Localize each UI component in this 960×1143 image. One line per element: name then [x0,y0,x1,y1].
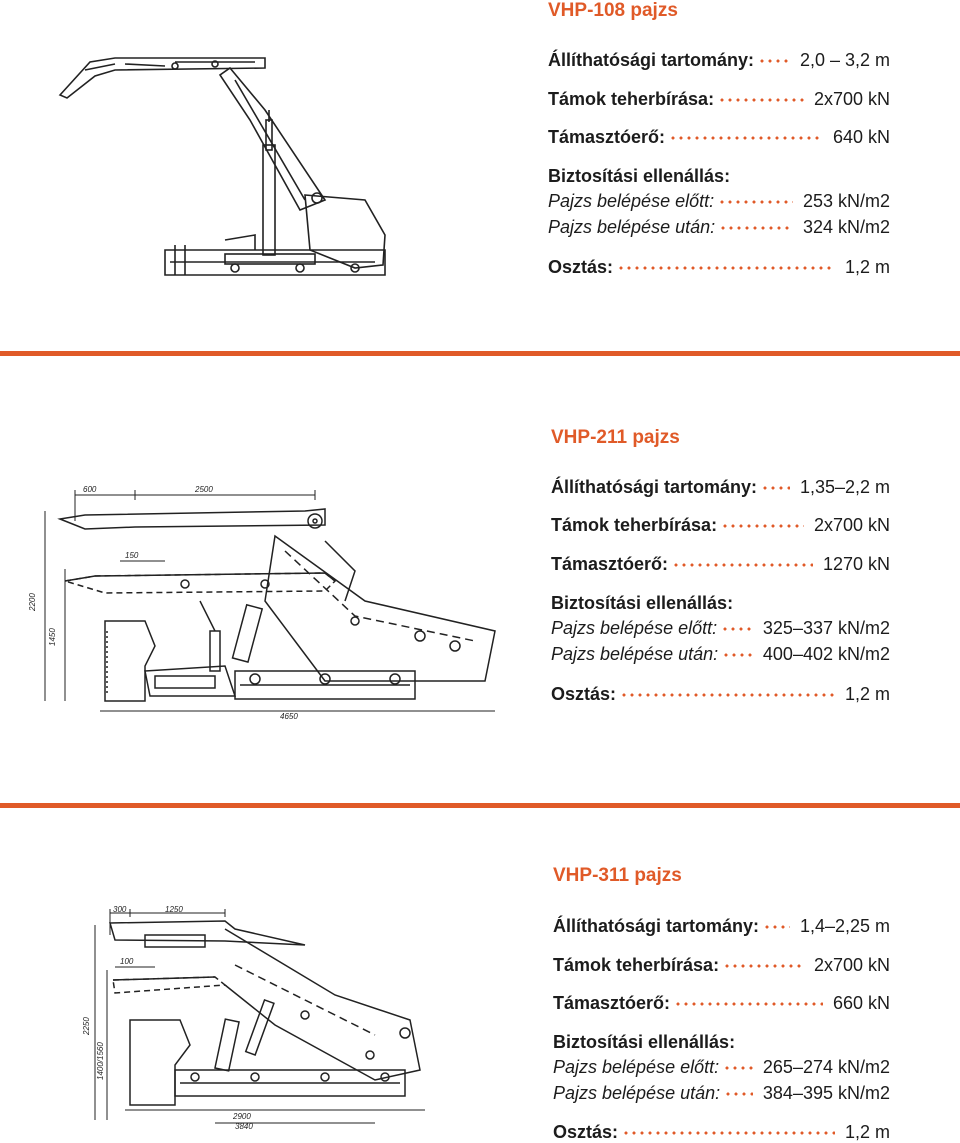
dimension-label: 3840 [235,1122,253,1130]
dot-leader [719,225,793,230]
dot-leader [721,626,753,631]
dot-leader [723,963,804,968]
dot-leader [758,58,790,63]
dimension-label: 2900 [232,1112,251,1121]
section-title: VHP-108 pajzs [548,0,678,21]
dot-leader [761,485,790,490]
dot-leader [722,652,753,657]
dot-leader [718,97,804,102]
spec-row-after: Pajzs belépése után: 384–395 kN/m2 [553,1083,890,1104]
spec-row-before: Pajzs belépése előtt: 325–337 kN/m2 [551,618,890,639]
spec-row-adjust: Állíthatósági tartomány: 1,4–2,25 m [553,916,890,937]
spec-value: 1,2 m [844,257,890,277]
dimension-label: 1400/1560 [96,1042,105,1080]
dimension-label: 150 [125,551,139,560]
dot-leader [718,199,793,204]
dot-leader [620,692,835,697]
spec-heading-resistance: Biztosítási ellenállás: [551,593,734,613]
spec-value: 400–402 kN/m2 [762,644,890,664]
shield-drawing-icon: 600 2500 150 2200 1450 4650 [25,481,505,721]
shield-section-vhp-311: 300 1250 100 2250 1400/1560 2900 3840 [0,808,960,1143]
spec-row-props: Támok teherbírása: 2x700 kN [551,515,890,536]
spec-value: 1,35–2,2 m [799,477,890,497]
spec-label: Pajzs belépése előtt: [553,1057,720,1077]
spec-label: Osztás: [553,1122,619,1142]
spec-value: 384–395 kN/m2 [762,1083,890,1103]
spec-row-support: Támasztóerő: 640 kN [548,127,890,148]
spec-row-props: Támok teherbírása: 2x700 kN [553,955,890,976]
section-title: VHP-311 pajzs [553,865,682,886]
shield-section-vhp-211: 600 2500 150 2200 1450 4650 [0,356,960,806]
spec-label: Pajzs belépése után: [551,644,719,664]
spec-label: Támasztóerő: [551,554,669,574]
spec-label: Pajzs belépése után: [553,1083,721,1103]
dot-leader [721,523,804,528]
dot-leader [763,924,790,929]
spec-value: 2,0 – 3,2 m [799,50,890,70]
shield-section-vhp-108: VHP-108 pajzs Állíthatósági tartomány: 2… [0,0,960,350]
spec-label: Támasztóerő: [548,127,666,147]
dot-leader [723,1065,753,1070]
spec-row-after: Pajzs belépése után: 400–402 kN/m2 [551,644,890,665]
shield-drawing-icon [55,50,395,290]
dimension-label: 2200 [28,593,37,612]
spec-value: 1,2 m [844,684,890,704]
spec-heading-resistance: Biztosítási ellenállás: [548,166,731,186]
spec-row-before: Pajzs belépése előtt: 265–274 kN/m2 [553,1057,890,1078]
spec-label: Állíthatósági tartomány: [553,916,760,936]
spec-value: 2x700 kN [813,89,890,109]
dot-leader [669,135,823,140]
shield-drawing-icon: 300 1250 100 2250 1400/1560 2900 3840 [75,905,445,1130]
spec-value: 640 kN [832,127,890,147]
section-divider [0,351,960,356]
section-title: VHP-211 pajzs [551,427,680,448]
spec-label: Támok teherbírása: [551,515,718,535]
spec-label: Támok teherbírása: [548,89,715,109]
spec-value: 2x700 kN [813,955,890,975]
spec-row-adjust: Állíthatósági tartomány: 2,0 – 3,2 m [548,50,890,71]
dot-leader [617,265,835,270]
spec-label: Osztás: [548,257,614,277]
dot-leader [672,562,813,567]
dimension-label: 100 [120,957,134,966]
dimension-label: 2500 [194,485,213,494]
spec-label: Támasztóerő: [553,993,671,1013]
spec-label: Pajzs belépése után: [548,217,716,237]
spec-value: 265–274 kN/m2 [762,1057,890,1077]
spec-row-spacing: Osztás: 1,2 m [548,257,890,278]
spec-label: Állíthatósági tartomány: [551,477,758,497]
dot-leader [622,1130,835,1135]
spec-row-before: Pajzs belépése előtt: 253 kN/m2 [548,191,890,212]
spec-label: Állíthatósági tartomány: [548,50,755,70]
section-divider [0,803,960,808]
spec-value: 1,2 m [844,1122,890,1142]
dimension-label: 300 [113,905,127,914]
dot-leader [674,1001,823,1006]
spec-row-support: Támasztóerő: 660 kN [553,993,890,1014]
spec-label: Támok teherbírása: [553,955,720,975]
spec-value: 1270 kN [822,554,890,574]
spec-value: 325–337 kN/m2 [762,618,890,638]
spec-value: 2x700 kN [813,515,890,535]
spec-label: Pajzs belépése előtt: [548,191,715,211]
dimension-label: 600 [83,485,97,494]
spec-value: 253 kN/m2 [802,191,890,211]
spec-row-spacing: Osztás: 1,2 m [551,684,890,705]
dimension-label: 1450 [48,628,57,646]
spec-label: Osztás: [551,684,617,704]
dimension-label: 2250 [82,1017,91,1036]
spec-value: 324 kN/m2 [802,217,890,237]
spec-heading-resistance: Biztosítási ellenállás: [553,1032,736,1052]
spec-value: 660 kN [832,993,890,1013]
spec-label: Pajzs belépése előtt: [551,618,718,638]
spec-row-props: Támok teherbírása: 2x700 kN [548,89,890,110]
spec-row-spacing: Osztás: 1,2 m [553,1122,890,1143]
dot-leader [724,1091,753,1096]
spec-row-adjust: Állíthatósági tartomány: 1,35–2,2 m [551,477,890,498]
spec-value: 1,4–2,25 m [799,916,890,936]
spec-row-after: Pajzs belépése után: 324 kN/m2 [548,217,890,238]
spec-row-support: Támasztóerő: 1270 kN [551,554,890,575]
dimension-label: 1250 [165,905,183,914]
dimension-label: 4650 [280,712,298,721]
